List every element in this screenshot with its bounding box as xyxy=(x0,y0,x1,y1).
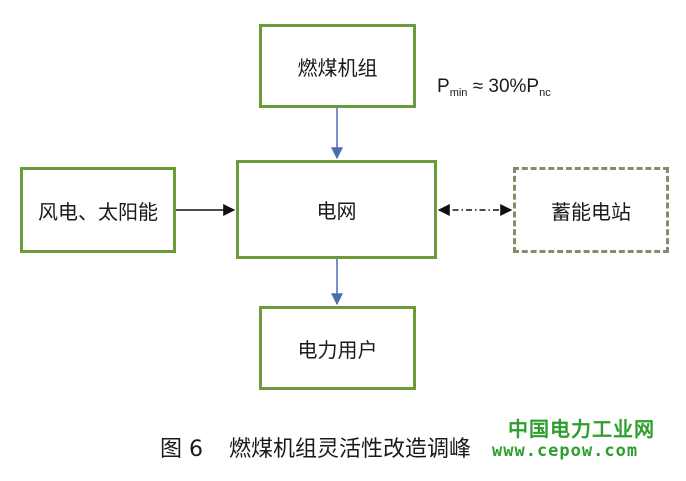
coal-unit-label: 燃煤机组 xyxy=(297,55,378,80)
figure-caption: 图 6 燃煤机组灵活性改造调峰 xyxy=(160,431,471,463)
figure-number: 图 6 xyxy=(160,437,203,462)
power-users-label: 电力用户 xyxy=(297,337,378,362)
grid-label: 电网 xyxy=(316,199,357,223)
figure-caption-text: 燃煤机组灵活性改造调峰 xyxy=(229,437,472,462)
watermark-url: www.cepow.com xyxy=(492,441,639,461)
pmin-p: P xyxy=(437,76,450,97)
grid-node: 电网 xyxy=(236,160,437,259)
pmin-annotation: Pmin ≈ 30%Pnc xyxy=(437,76,551,99)
pmin-ratio: ≈ 30%P xyxy=(467,76,540,97)
pnc-subscript: nc xyxy=(539,87,551,99)
watermark-site-name: 中国电力工业网 xyxy=(508,417,655,441)
renewables-label: 风电、太阳能 xyxy=(38,199,158,224)
storage-node: 蓄能电站 xyxy=(513,167,669,253)
storage-label: 蓄能电站 xyxy=(551,199,631,224)
power-users-node: 电力用户 xyxy=(259,306,416,390)
coal-unit-node: 燃煤机组 xyxy=(259,24,416,108)
pmin-subscript: min xyxy=(449,87,468,99)
renewables-node: 风电、太阳能 xyxy=(20,167,176,253)
